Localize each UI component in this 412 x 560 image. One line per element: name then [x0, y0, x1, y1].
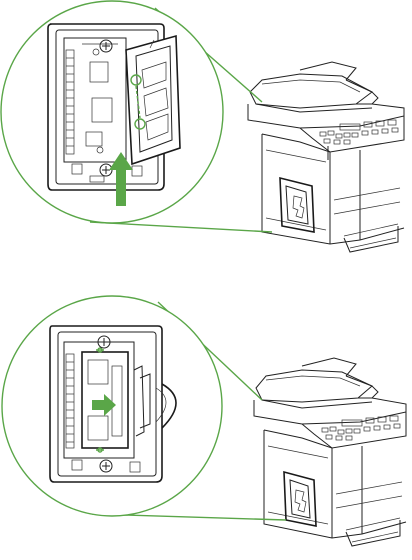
printer-illustration	[247, 61, 405, 253]
control-panel-buttons	[319, 119, 399, 145]
lock-arrow-right-icon	[92, 394, 116, 416]
screw-icon	[97, 335, 111, 349]
printer-illustration	[253, 357, 407, 547]
panel-lock-step	[1, 295, 407, 547]
screw-icon	[99, 459, 113, 473]
insert-arrow-up-icon	[109, 152, 133, 206]
screw-icon	[99, 39, 113, 53]
zoomed-memory-slot	[49, 325, 177, 483]
memory-module	[125, 34, 181, 166]
panel-install-step	[0, 0, 405, 253]
zoomed-memory-slot	[47, 23, 181, 206]
control-panel-buttons	[321, 415, 401, 441]
